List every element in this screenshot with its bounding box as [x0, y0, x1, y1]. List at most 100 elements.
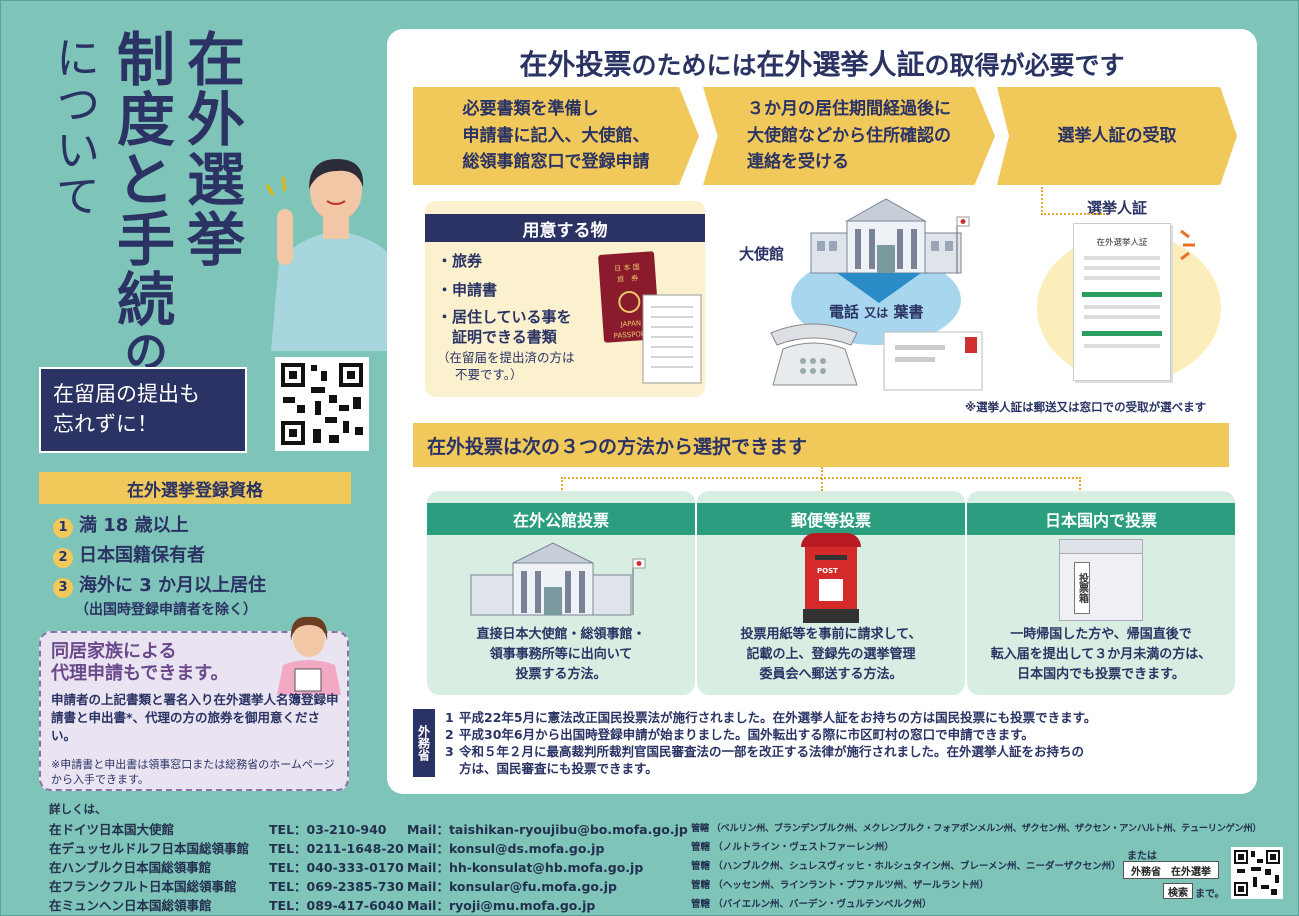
footer-row-1: 在ドイツ日本国大使館: [49, 819, 174, 838]
mail-2[interactable]: Mail：konsul@ds.mofa.go.jp: [407, 841, 605, 856]
note-4: 方は、国民審査にも投票できます。: [445, 760, 1096, 777]
office-2: 在デュッセルドルフ日本国総領事館: [49, 841, 250, 856]
ballot-box-icon: 投票箱: [1059, 539, 1143, 621]
method-3-line-2: 転入届を提出して３か月未満の方は、: [990, 646, 1212, 662]
search-field[interactable]: 外務省 在外選挙: [1123, 861, 1219, 879]
application-form-icon: [642, 294, 702, 384]
contact-phone: 電話: [829, 303, 860, 321]
method-1-line-1: 直接日本大使館・総領事館・: [476, 626, 646, 642]
tel-5: TEL：089-417-6040: [269, 898, 404, 913]
prepare-note-1: （在留届を提出済の方は: [437, 350, 575, 365]
proxy-title-1: 同居家族による: [51, 641, 177, 662]
reminder-line-1: 在留届の提出も: [53, 382, 200, 406]
office-1: 在ドイツ日本国大使館: [49, 822, 175, 837]
method-1-line-3: 投票する方法。: [515, 666, 607, 682]
prepare-note-2: 不要です。）: [455, 367, 523, 382]
methods-heading: 在外投票は次の３つの方法から選択できます: [427, 436, 808, 458]
reminder-box: 在留届の提出も 忘れずに！: [39, 367, 247, 453]
cert-line-3: [1084, 276, 1160, 280]
area-5: 管轄 （バイエルン州、バーデン・ヴュルテンベルク州）: [691, 899, 932, 910]
eligibility-heading: 在外選挙登録資格: [39, 472, 351, 504]
footer-intro: 詳しくは、: [49, 802, 107, 816]
eligibility-item-3-text: 海外に 3 か月以上居住: [79, 575, 267, 596]
eligibility-note: （出国時登録申請者を除く）: [75, 602, 257, 618]
banner-part-2: のためには: [631, 51, 757, 80]
cert-line-5: [1084, 315, 1160, 319]
consulate-building-icon: [470, 542, 646, 616]
title-col-3: について: [48, 35, 99, 219]
prepare-list: ・旅券 ・申請書 ・居住している事を 証明できる書類 （在留届を提出済の方は 不…: [437, 249, 575, 383]
qr-code-right[interactable]: [1231, 847, 1283, 899]
mail-3[interactable]: Mail：hh-konsulat@hb.mofa.go.jp: [407, 860, 644, 875]
office-4: 在フランクフルト日本国総領事館: [49, 879, 237, 894]
note-2-num: 2: [445, 727, 454, 742]
area-2: 管轄 （ノルトライン・ヴェストファーレン州）: [691, 842, 894, 853]
note-4-text: 方は、国民審査にも投票できます。: [459, 761, 658, 776]
embassy-building-icon: [810, 198, 970, 274]
badge-1: 1: [53, 518, 73, 538]
mail-4[interactable]: Mail：konsular@fu.mofa.go.jp: [407, 879, 617, 894]
tel-4: TEL：069-2385-730: [269, 879, 404, 894]
area-3: 管轄 （ハンブルク州、シュレスヴィッヒ・ホルシュタイン州、ブレーメン州、ニーダー…: [691, 861, 1121, 872]
contact-method: 電話 又は 葉書: [829, 301, 924, 322]
person-pointing-illustration: [265, 159, 406, 351]
step-2-line-1: ３か月の居住期間経過後に: [747, 99, 951, 120]
mailbox-slot: [815, 555, 847, 560]
cert-doc-title: 在外選挙人証: [1096, 238, 1148, 248]
postcard-icon: [883, 331, 983, 391]
mailbox-body: POST: [805, 547, 857, 609]
proxy-title: 同居家族による 代理申請もできます。: [51, 641, 228, 685]
step-2-line-3: 連絡を受ける: [747, 152, 849, 173]
methods-heading-bar: [413, 423, 1229, 467]
banner-title: 在外投票のためには在外選挙人証の取得が必要です: [387, 43, 1257, 83]
method-2-line-3: 委員会へ郵送する方法。: [759, 666, 903, 682]
notes-list: 1 平成22年5月に憲法改正国民投票法が施行されました。在外選挙人証をお持ちの方は…: [445, 709, 1096, 777]
method-title-embassy: 在外公館投票: [427, 503, 695, 535]
proxy-box: [39, 631, 349, 791]
methods-connector-mid: [821, 467, 823, 491]
footer-row-2: 在デュッセルドルフ日本国総領事館: [49, 838, 249, 857]
method-title-domestic: 日本国内で投票: [967, 503, 1235, 535]
contact-or: 又は: [864, 306, 889, 320]
banner-part-4: の取得が必要です: [924, 51, 1125, 80]
cert-label: 選挙人証: [1087, 199, 1148, 217]
passport-emblem: [617, 290, 642, 314]
area-4: 管轄 （ヘッセン州、ラインラント・プファルツ州、ザールラント州）: [691, 880, 989, 891]
prepare-item-3: ・居住している事を: [437, 308, 572, 326]
step-1: 必要書類を準備し申請書に記入、大使館、総領事館窓口で登録申請: [413, 87, 699, 185]
note-2: 2 平成30年6月から出国時登録申請が始まりました。国外転出する際に市区町村の窓口…: [445, 726, 1096, 743]
cert-doc: 在外選挙人証: [1073, 223, 1171, 381]
banner-part-1: 在外投票: [519, 48, 632, 81]
area-1: 管轄 （ベルリン州、ブランデンブルク州、メクレンブルク・フォアポンメルン州、ザク…: [691, 823, 1262, 834]
method-2-line-2: 記載の上、登録先の選挙管理: [746, 646, 916, 662]
proxy-body: 申請者の上記書類と署名入り在外選挙人名簿登録申請書と申出書*、代理の方の旅券を御…: [51, 692, 339, 743]
note-1-text: 平成22年5月に憲法改正国民投票法が施行されました。在外選挙人証をお持ちの方は国…: [459, 710, 1097, 725]
prepare-heading: 用意する物: [425, 214, 705, 242]
banner-part-3: 在外選挙人証: [756, 48, 925, 81]
note-1-num: 1: [445, 710, 454, 725]
search-button[interactable]: 検索: [1163, 883, 1193, 899]
step-1-line-2: 申請書に記入、大使館、: [462, 125, 650, 146]
note-2-text: 平成30年6月から出国時登録申請が始まりました。国外転出する際に市区町村の窓口で…: [459, 727, 1034, 742]
title-col-1: 在外選挙: [177, 29, 245, 269]
mail-5[interactable]: Mail：ryoji@mu.mofa.go.jp: [407, 898, 596, 913]
mail-1[interactable]: Mail：taishikan-ryoujibu@bo.mofa.go.jp: [407, 822, 688, 837]
cert-green-2: [1082, 331, 1162, 336]
office-5: 在ミュンヘン日本国総領事館: [49, 898, 212, 913]
qr-code-left[interactable]: [275, 357, 369, 451]
mailbox-door: [819, 579, 843, 601]
step-3-line-1: 選挙人証の受取: [1057, 125, 1177, 146]
method-text-embassy: 直接日本大使館・総領事館・領事事務所等に出向いて投票する方法。: [427, 625, 695, 685]
mailbox-icon: POST: [801, 533, 861, 623]
method-title-postal: 郵便等投票: [697, 503, 965, 535]
step-1-line-1: 必要書類を準備し: [462, 99, 599, 120]
footer-row-3: 在ハンブルク日本国総領事館: [49, 857, 211, 876]
footer-row-4: 在フランクフルト日本国総領事館: [49, 876, 237, 895]
prepare-item-4: 証明できる書類: [437, 328, 557, 346]
sparkle-icon: [1180, 229, 1195, 261]
cert-note: ※選挙人証は郵送又は窓口での受取が選べます: [965, 400, 1207, 414]
prepare-item-1: ・旅券: [437, 252, 483, 270]
